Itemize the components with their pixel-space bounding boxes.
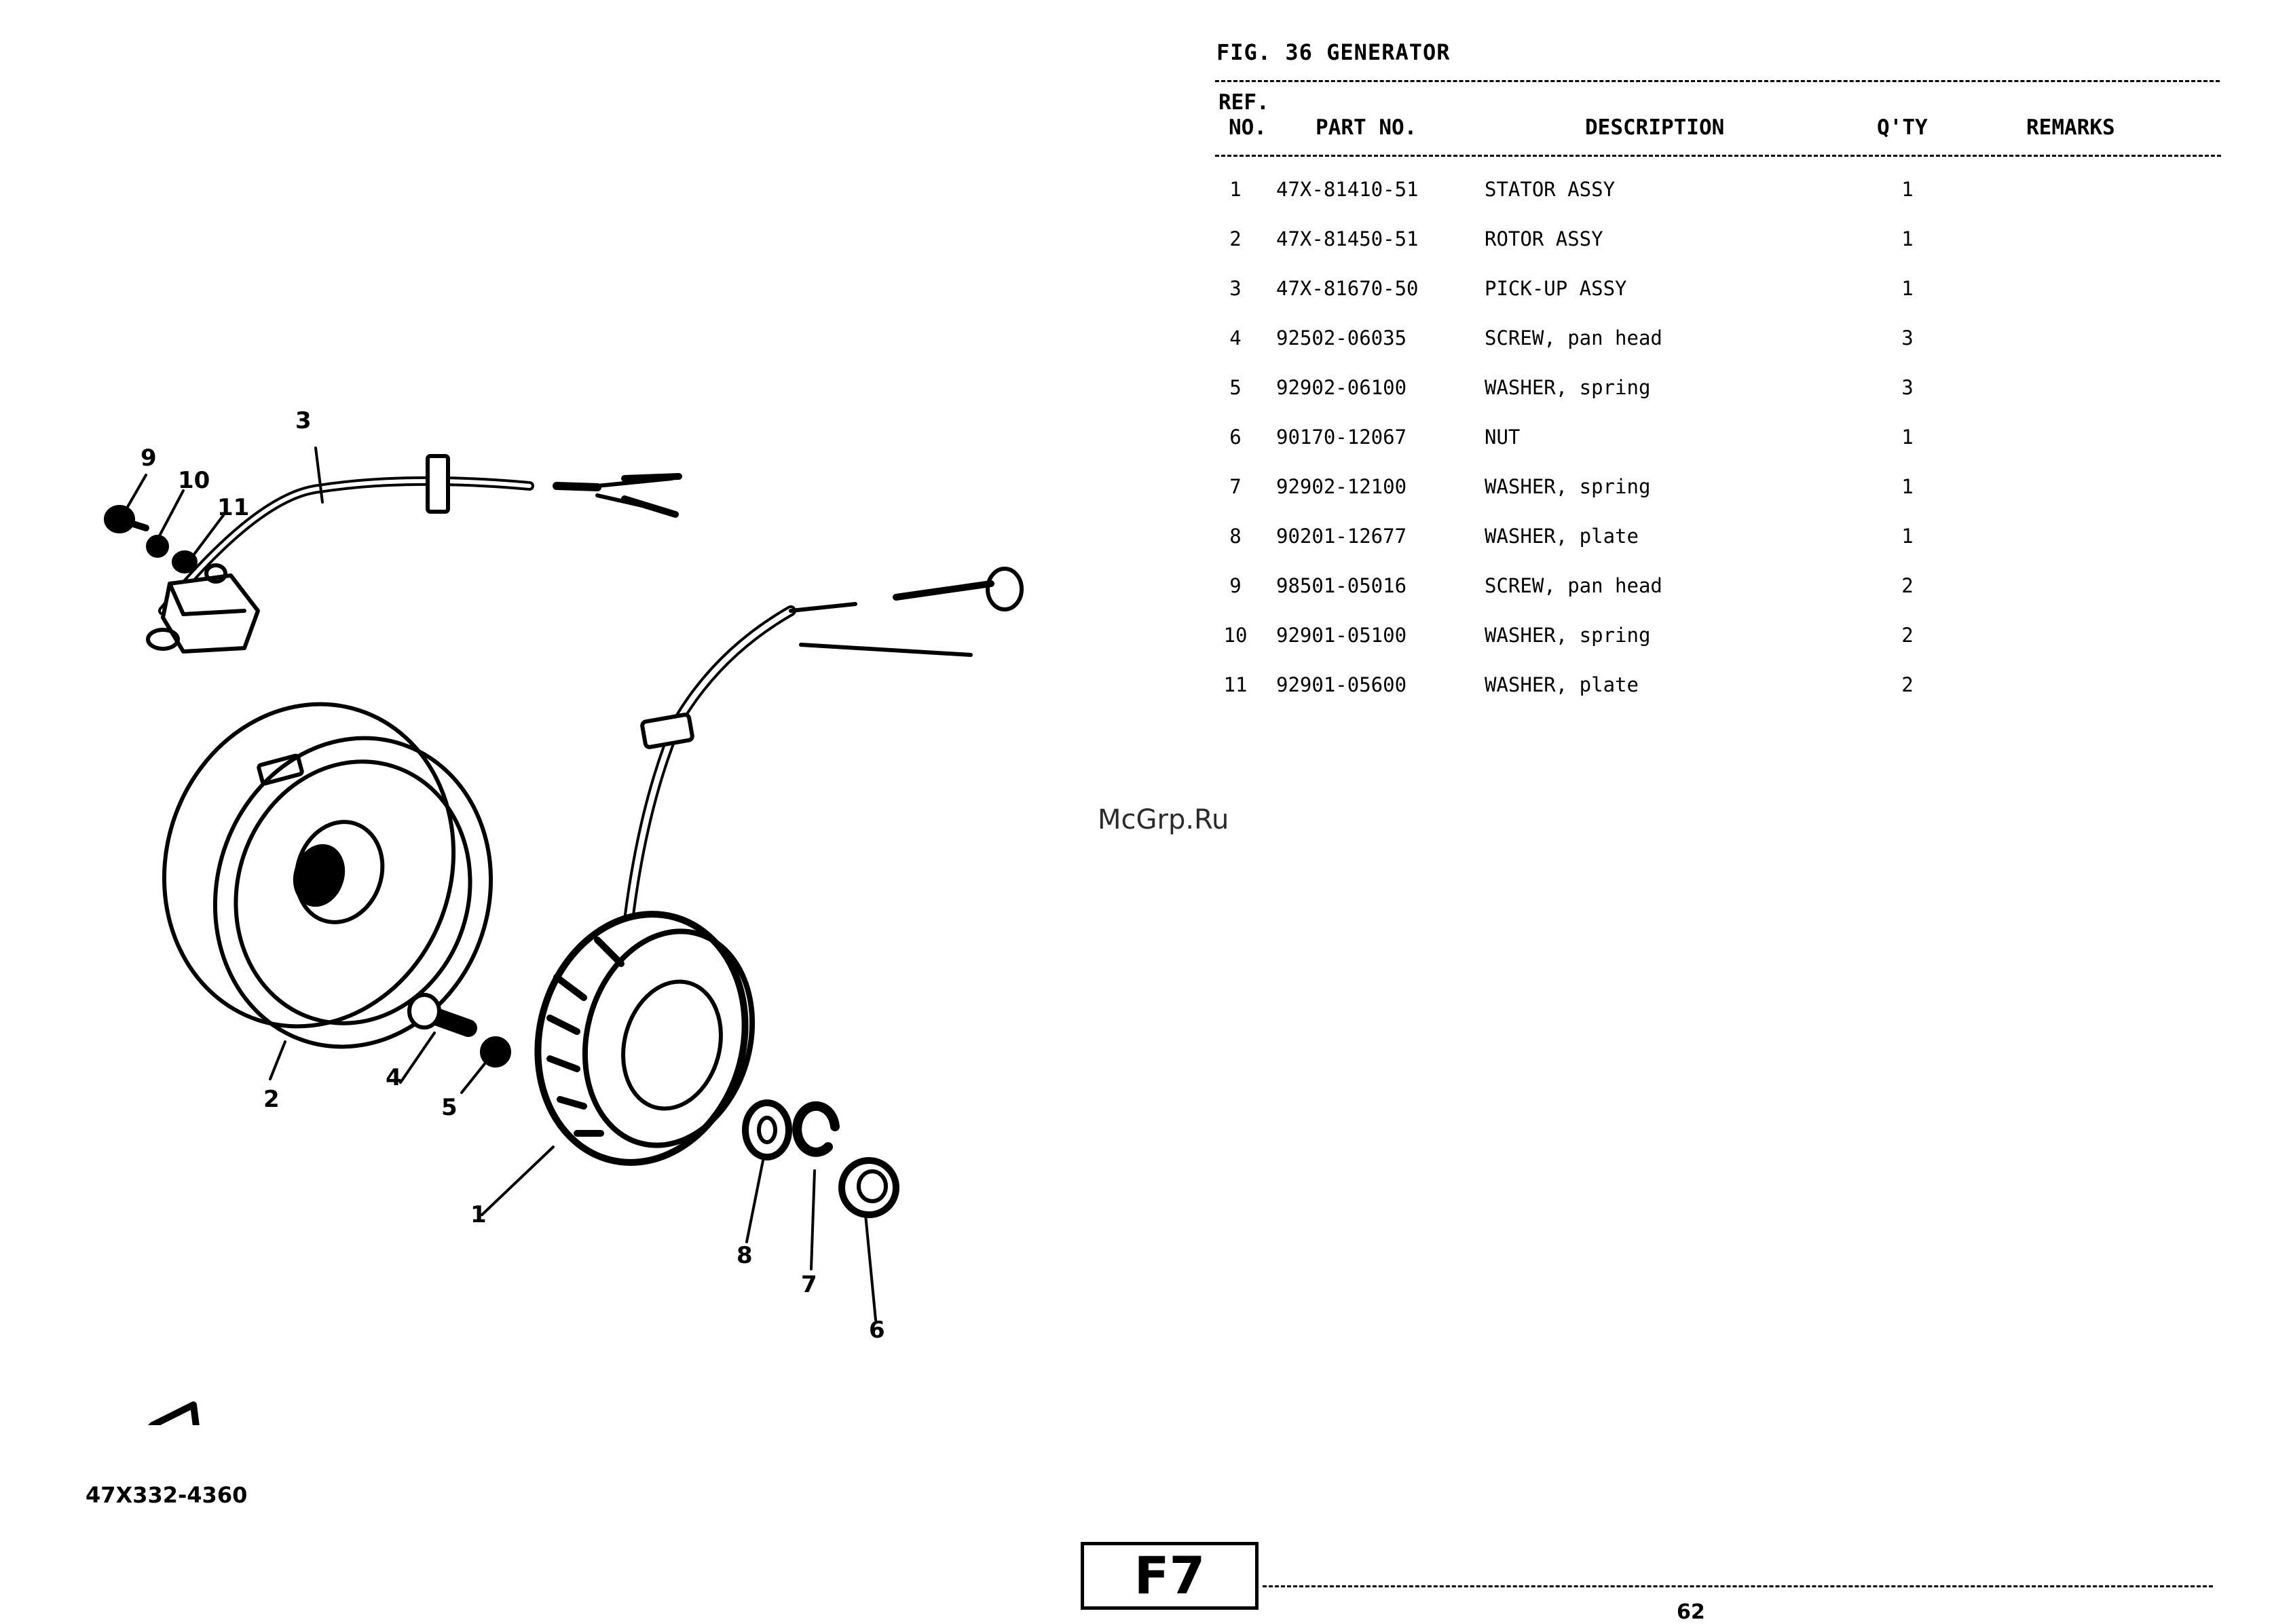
screw-9-washers — [104, 505, 227, 584]
pickup-assy — [146, 454, 682, 654]
callout-11: 11 — [217, 494, 250, 521]
table-row: 7 92902-12100 WASHER, spring 1 — [0, 475, 2291, 516]
callout-1: 1 — [470, 1201, 487, 1228]
table-row: 4 92502-06035 SCREW, pan head 3 — [0, 326, 2291, 367]
callout-5: 5 — [441, 1094, 458, 1121]
callout-8: 8 — [737, 1242, 753, 1269]
description: WASHER, plate — [1485, 673, 1639, 696]
ref-no: 8 — [1229, 525, 1242, 548]
part-no: 90201-12677 — [1276, 525, 1407, 548]
ref-no: 1 — [1229, 178, 1242, 201]
quantity: 3 — [1901, 376, 1914, 399]
description: WASHER, spring — [1485, 624, 1651, 647]
quantity: 1 — [1901, 227, 1914, 250]
table-row: 6 90170-12067 NUT 1 — [0, 426, 2291, 466]
description: SCREW, pan head — [1485, 574, 1662, 597]
part-no: 92901-05600 — [1276, 673, 1407, 696]
description: NUT — [1485, 426, 1521, 449]
part-no: 98501-05016 — [1276, 574, 1407, 597]
part-no: 92901-05100 — [1276, 624, 1407, 647]
table-row: 11 92901-05600 WASHER, plate 2 — [0, 673, 2291, 714]
quantity: 1 — [1901, 277, 1914, 300]
ref-no: 7 — [1229, 475, 1242, 498]
description: STATOR ASSY — [1485, 178, 1616, 201]
ref-no: 4 — [1229, 326, 1242, 350]
table-row: 5 92902-06100 WASHER, spring 3 — [0, 376, 2291, 417]
quantity: 1 — [1901, 475, 1914, 498]
screw-4-washer-5 — [407, 993, 511, 1068]
rule-footer — [1263, 1585, 2213, 1587]
ref-no: 2 — [1229, 227, 1242, 250]
callout-7: 7 — [801, 1271, 817, 1298]
description: SCREW, pan head — [1485, 326, 1662, 350]
table-row: 8 90201-12677 WASHER, plate 1 — [0, 525, 2291, 565]
washers-nut — [742, 1099, 899, 1218]
model-badge: F7 — [1081, 1542, 1259, 1610]
table-row: 9 98501-05016 SCREW, pan head 2 — [0, 574, 2291, 615]
leader-lines — [124, 447, 877, 1321]
callout-6: 6 — [869, 1317, 885, 1344]
part-no: 47X-81450-51 — [1276, 227, 1419, 250]
stator-assy — [534, 567, 1024, 1166]
ref-no: 9 — [1229, 574, 1242, 597]
part-no: 90170-12067 — [1276, 426, 1407, 449]
callout-3: 3 — [295, 407, 312, 434]
part-no: 92902-12100 — [1276, 475, 1407, 498]
quantity: 2 — [1901, 624, 1914, 647]
ref-no: 5 — [1229, 376, 1242, 399]
quantity: 2 — [1901, 673, 1914, 696]
ref-no: 11 — [1223, 673, 1248, 696]
quantity: 1 — [1901, 525, 1914, 548]
quantity: 2 — [1901, 574, 1914, 597]
part-no: 92502-06035 — [1276, 326, 1407, 350]
watermark-text: McGrp.Ru — [1098, 804, 1229, 835]
front-arrow-icon — [147, 1401, 200, 1425]
table-row: 10 92901-05100 WASHER, spring 2 — [0, 624, 2291, 664]
header-remarks: REMARKS — [2026, 115, 2115, 140]
table-row: 1 47X-81410-51 STATOR ASSY 1 — [0, 178, 2291, 219]
quantity: 1 — [1901, 426, 1914, 449]
rule-header — [1215, 155, 2221, 157]
rule-top — [1215, 80, 2220, 82]
callout-9: 9 — [141, 445, 157, 472]
part-no: 92902-06100 — [1276, 376, 1407, 399]
callout-10: 10 — [178, 467, 210, 494]
ref-no: 10 — [1223, 624, 1248, 647]
description: WASHER, spring — [1485, 376, 1651, 399]
description: PICK-UP ASSY — [1485, 277, 1627, 300]
table-row: 2 47X-81450-51 ROTOR ASSY 1 — [0, 227, 2291, 268]
callout-4: 4 — [386, 1064, 402, 1091]
header-ref-line2: NO. — [1229, 115, 1267, 140]
table-row: 3 47X-81670-50 PICK-UP ASSY 1 — [0, 277, 2291, 318]
exploded-diagram — [104, 447, 1024, 1425]
header-description: DESCRIPTION — [1585, 115, 1725, 140]
ref-no: 3 — [1229, 277, 1242, 300]
header-ref-line1: REF. — [1218, 90, 1269, 115]
description: ROTOR ASSY — [1485, 227, 1603, 250]
header-part-no: PART NO. — [1316, 115, 1417, 140]
callout-2: 2 — [263, 1086, 280, 1113]
rotor-assy — [162, 702, 493, 1049]
diagram-part-code: 47X332-4360 — [86, 1482, 248, 1508]
part-no: 47X-81410-51 — [1276, 178, 1419, 201]
ref-no: 6 — [1229, 426, 1242, 449]
figure-title: FIG. 36 GENERATOR — [1216, 39, 1451, 65]
description: WASHER, spring — [1485, 475, 1651, 498]
quantity: 1 — [1901, 178, 1914, 201]
header-qty: Q'TY — [1877, 115, 1928, 140]
description: WASHER, plate — [1485, 525, 1639, 548]
part-no: 47X-81670-50 — [1276, 277, 1419, 300]
quantity: 3 — [1901, 326, 1914, 350]
page-number: 62 — [1677, 1600, 1705, 1624]
